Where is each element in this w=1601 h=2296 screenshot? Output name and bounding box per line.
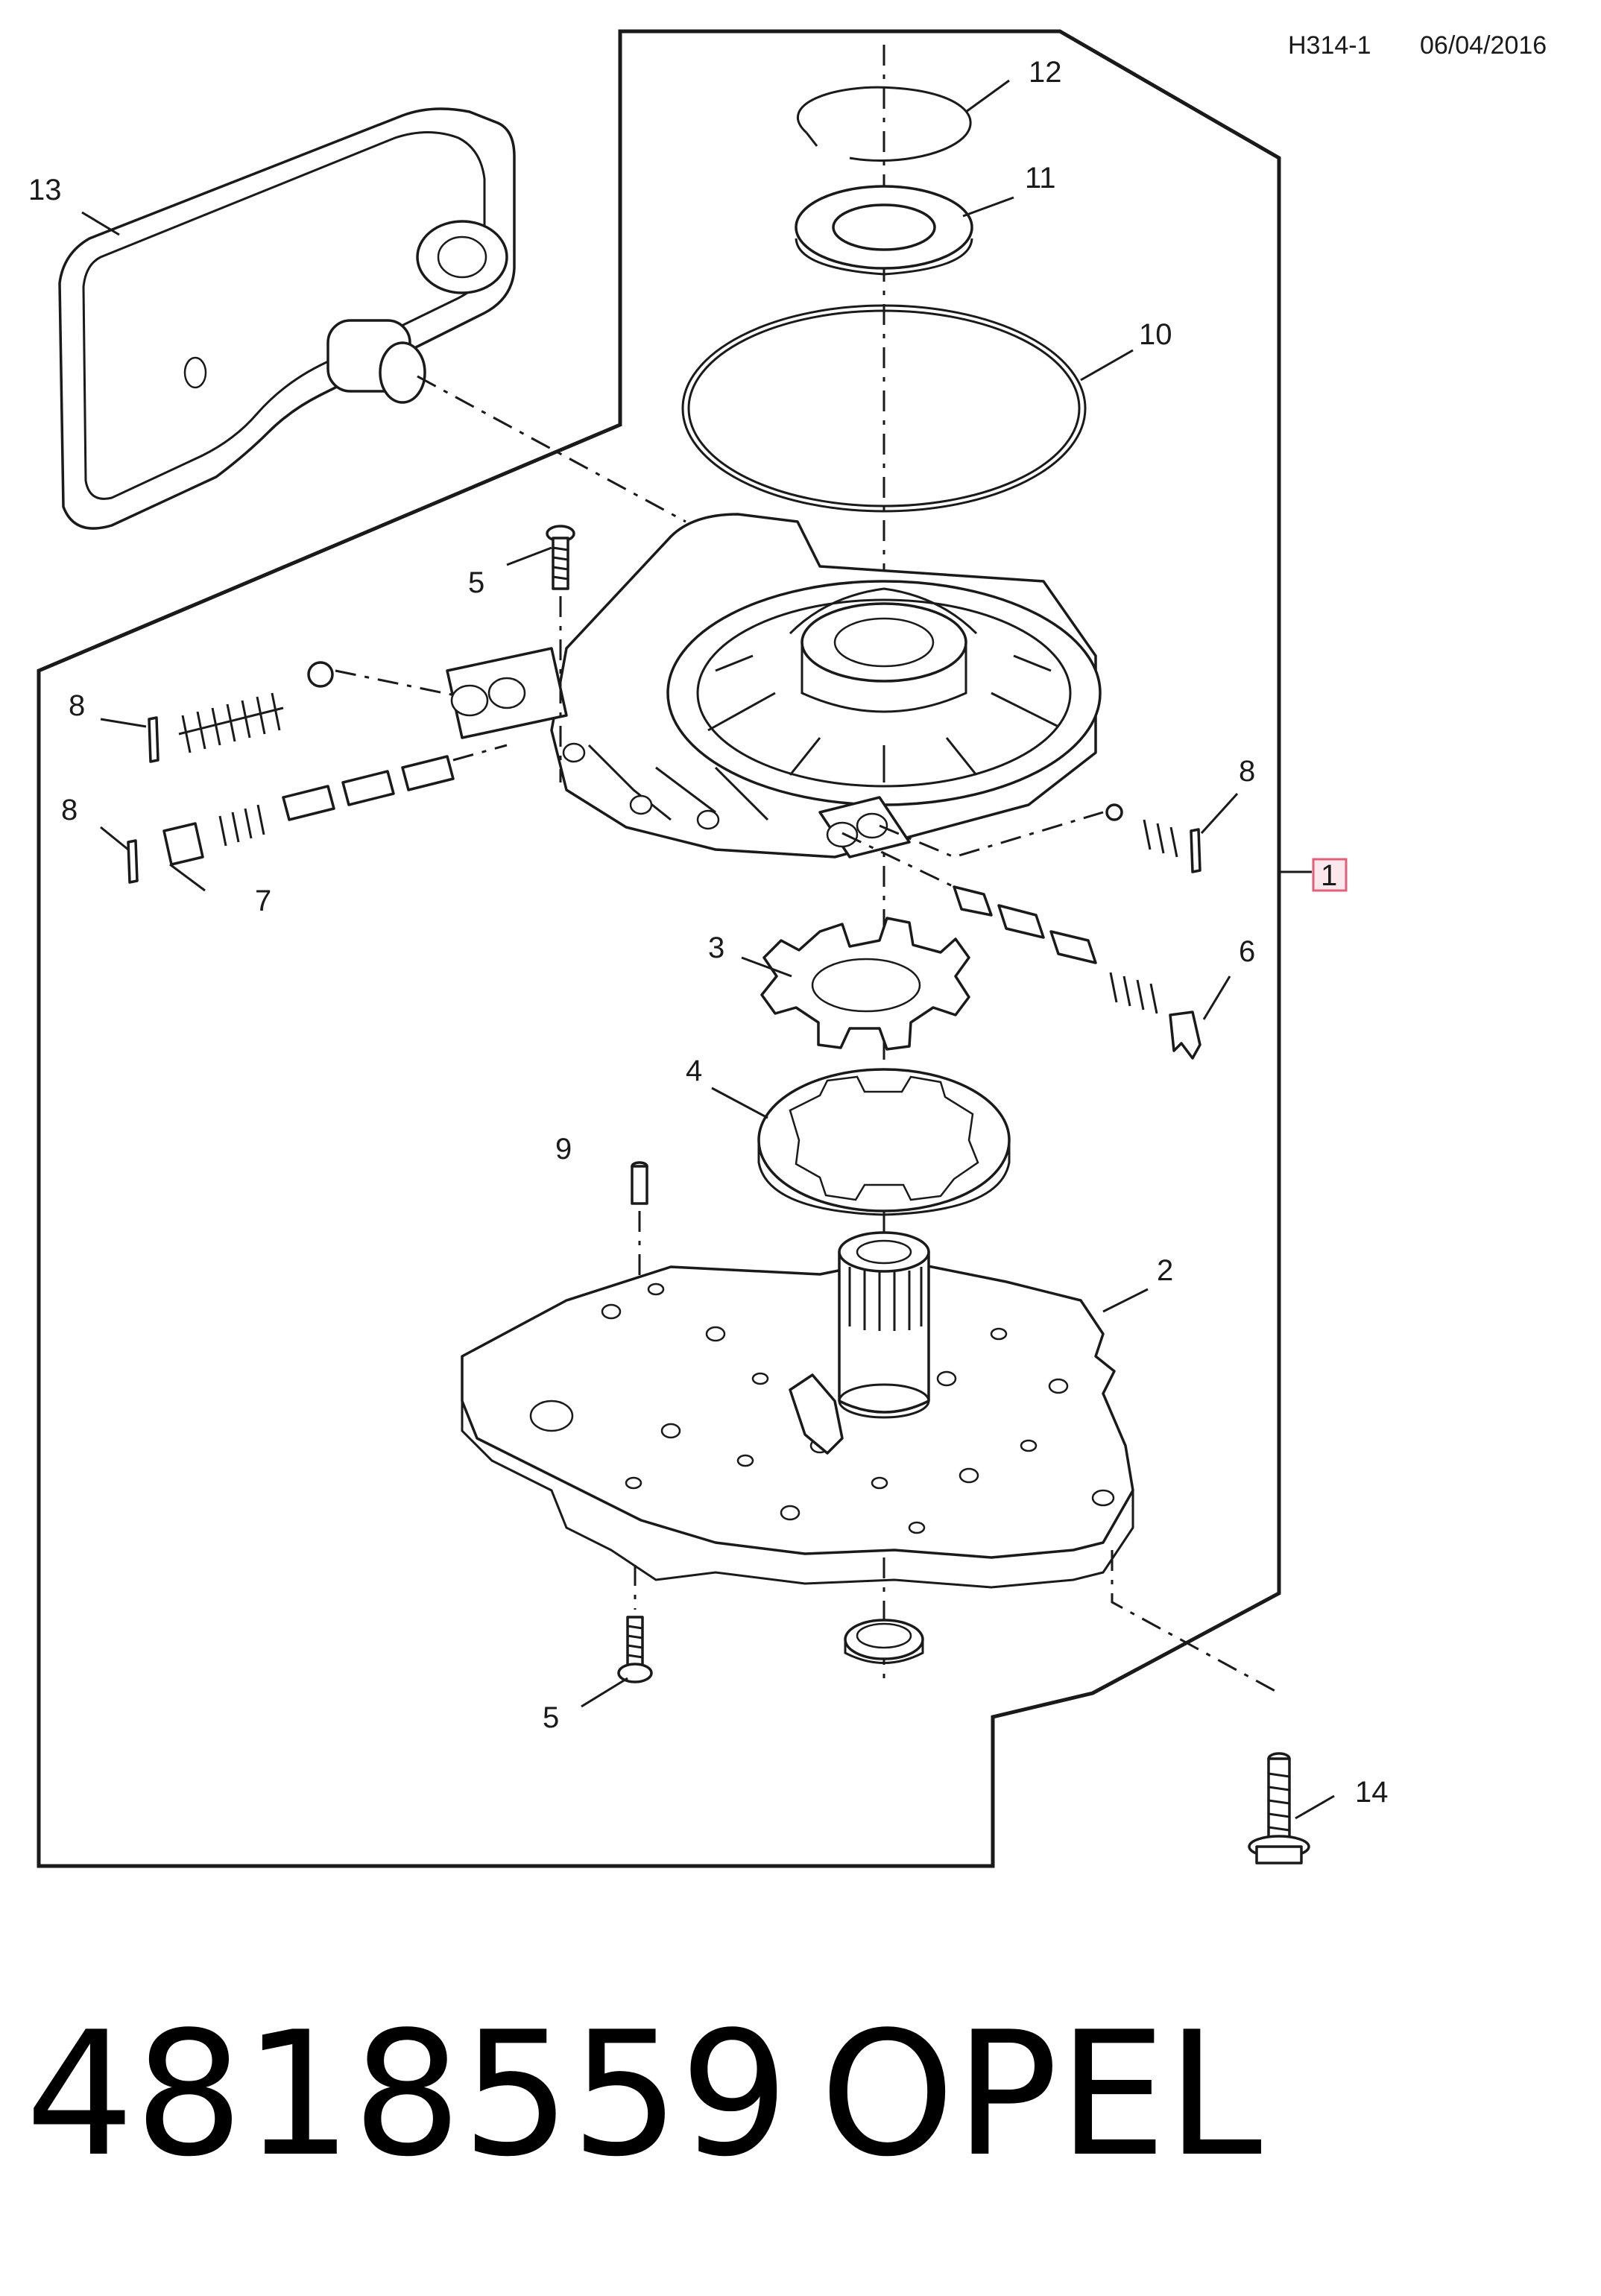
right-valve-line xyxy=(841,832,955,888)
callout-10: 10 xyxy=(1139,318,1172,351)
diagram-code: H314-1 xyxy=(1288,31,1371,60)
pump-housing-part xyxy=(446,513,1102,858)
right-spring-line xyxy=(879,811,1104,858)
shaft-seal-part xyxy=(844,1619,924,1664)
separator-plate-part xyxy=(461,1231,1134,1589)
o-ring-part xyxy=(681,304,1087,513)
right-valve-assembly xyxy=(953,803,1201,1060)
callout-5-top: 5 xyxy=(468,566,484,599)
snap-ring-part xyxy=(796,86,972,162)
assembly-boundary xyxy=(37,29,1281,1868)
upper-spring-line xyxy=(335,669,463,698)
part-number: 4818559 xyxy=(25,1996,789,2195)
callout-12: 12 xyxy=(1029,56,1062,89)
bolt-bottom-part xyxy=(617,1616,653,1683)
callout-1: 1 xyxy=(1321,859,1337,892)
callout-4: 4 xyxy=(686,1054,702,1087)
seal-ring-part xyxy=(795,185,973,276)
bolt-14-line xyxy=(1111,1550,1280,1695)
upper-spring-assembly xyxy=(148,661,334,763)
callout-8-lower: 8 xyxy=(61,794,78,826)
brand-name: OPEL xyxy=(820,1996,1262,2195)
outer-gear-part xyxy=(757,1068,1011,1216)
dowel-pin-part xyxy=(631,1161,648,1205)
callout-8-upper: 8 xyxy=(69,689,85,722)
callout-7: 7 xyxy=(255,885,271,917)
inner-gear-part xyxy=(760,917,970,1051)
filter-cover-part xyxy=(58,107,516,530)
callout-2: 2 xyxy=(1157,1254,1173,1287)
lower-valve-assembly xyxy=(127,755,455,884)
callout-14: 14 xyxy=(1355,1776,1389,1809)
filter-alignment-line xyxy=(417,375,686,523)
callout-9: 9 xyxy=(555,1133,572,1166)
callout-8-right: 8 xyxy=(1239,755,1255,788)
callout-5-bottom: 5 xyxy=(543,1701,559,1734)
callout-1-box: 1 xyxy=(1312,858,1348,892)
diagram-date: 06/04/2016 xyxy=(1420,31,1547,60)
callout-11: 11 xyxy=(1025,162,1056,195)
bolt-top-part xyxy=(546,525,575,590)
flange-bolt-part xyxy=(1248,1752,1310,1865)
callout-3: 3 xyxy=(708,932,724,964)
callout-13: 13 xyxy=(28,174,62,206)
lower-valve-line xyxy=(452,744,508,762)
callout-6: 6 xyxy=(1239,935,1255,968)
leader-lines xyxy=(81,79,1335,1820)
